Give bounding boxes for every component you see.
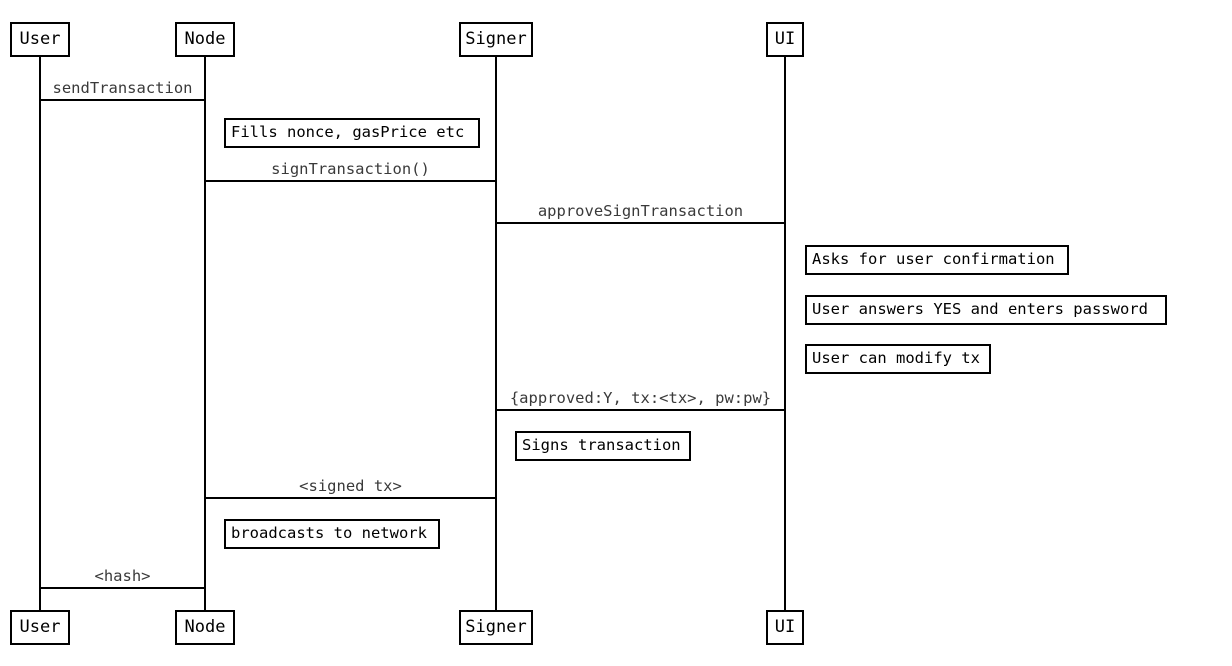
message-line-m1 (39, 99, 206, 101)
message-label-m5: <signed tx> (299, 479, 402, 495)
actor-signer-top: Signer (459, 22, 533, 57)
lifeline-ui (784, 57, 786, 610)
message-line-m6 (39, 587, 206, 589)
message-line-m3 (495, 222, 786, 224)
note-n2: Asks for user confirmation (805, 245, 1069, 275)
message-label-m1: sendTransaction (52, 81, 193, 97)
message-label-m2: signTransaction() (271, 162, 430, 178)
message-line-m4 (495, 409, 786, 411)
actor-ui-top: UI (766, 22, 804, 57)
lifeline-node (204, 57, 206, 610)
message-line-m5 (204, 497, 497, 499)
actor-node-top: Node (175, 22, 235, 57)
message-label-m3: approveSignTransaction (537, 204, 744, 220)
note-n4: User can modify tx (805, 344, 991, 374)
lifeline-signer (495, 57, 497, 610)
note-n3: User answers YES and enters password (805, 295, 1167, 325)
note-n5: Signs transaction (515, 431, 691, 461)
message-label-m6: <hash> (94, 569, 151, 585)
note-n6: broadcasts to network (224, 519, 440, 549)
actor-user-top: User (10, 22, 70, 57)
message-line-m2 (204, 180, 497, 182)
actor-ui-bottom: UI (766, 610, 804, 645)
actor-node-bottom: Node (175, 610, 235, 645)
actor-user-bottom: User (10, 610, 70, 645)
note-n1: Fills nonce, gasPrice etc (224, 118, 480, 148)
lifeline-user (39, 57, 41, 610)
actor-signer-bottom: Signer (459, 610, 533, 645)
message-label-m4: {approved:Y, tx:<tx>, pw:pw} (509, 391, 772, 407)
